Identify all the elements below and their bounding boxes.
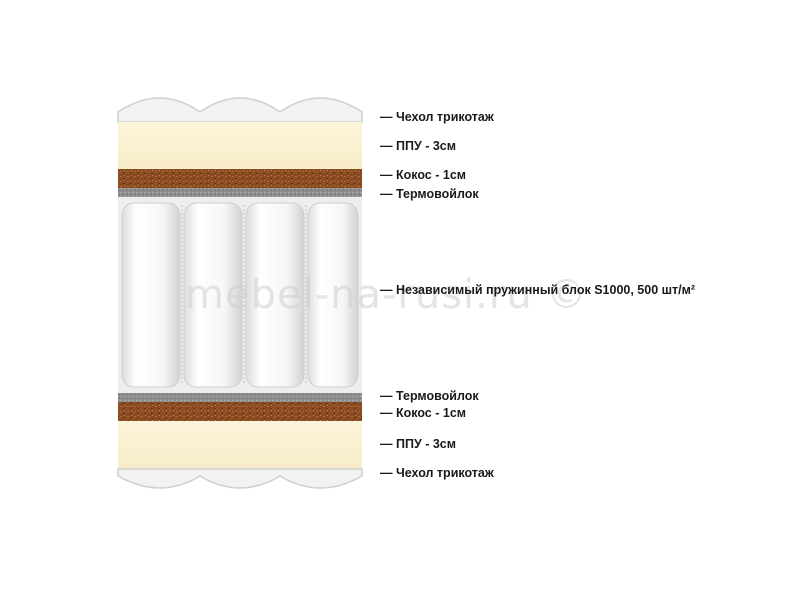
label-cover-bottom-text: Чехол трикотаж — [395, 466, 494, 480]
label-felt-top: — Термовойлок — [380, 187, 479, 201]
felt-top-layer — [118, 188, 362, 197]
label-coconut-bottom-text: Кокос - 1см — [395, 406, 467, 420]
label-felt-top-text: Термовойлок — [395, 187, 479, 201]
label-cover-top: — Чехол трикотаж — [380, 110, 494, 124]
coconut-top-layer — [118, 169, 362, 188]
label-spring-block: — Независимый пружинный блок S1000, 500 … — [380, 283, 696, 297]
felt-bottom-layer — [118, 393, 362, 402]
label-cover-bottom: — Чехол трикотаж — [380, 466, 494, 480]
label-coconut-bottom: — Кокос - 1см — [380, 406, 467, 420]
coconut-bottom-layer — [118, 402, 362, 421]
cover-top-layer — [117, 97, 363, 123]
label-spring-block-text: Независимый пружинный блок S1000, 500 шт… — [395, 283, 696, 297]
label-coconut-top: — Кокос - 1см — [380, 168, 467, 182]
label-ppu-bottom: — ППУ - 3см — [380, 437, 456, 451]
ppu-top-layer — [118, 122, 362, 169]
ppu-bottom-layer — [118, 421, 362, 469]
label-ppu-bottom-text: ППУ - 3см — [395, 437, 456, 451]
label-felt-bottom: — Термовойлок — [380, 389, 479, 403]
label-ppu-top-text: ППУ - 3см — [395, 139, 456, 153]
label-ppu-top: — ППУ - 3см — [380, 139, 456, 153]
cover-bottom-layer — [117, 468, 363, 489]
spring-block-layer — [118, 197, 362, 393]
label-coconut-top-text: Кокос - 1см — [395, 168, 467, 182]
label-cover-top-text: Чехол трикотаж — [395, 110, 494, 124]
label-felt-bottom-text: Термовойлок — [395, 389, 479, 403]
